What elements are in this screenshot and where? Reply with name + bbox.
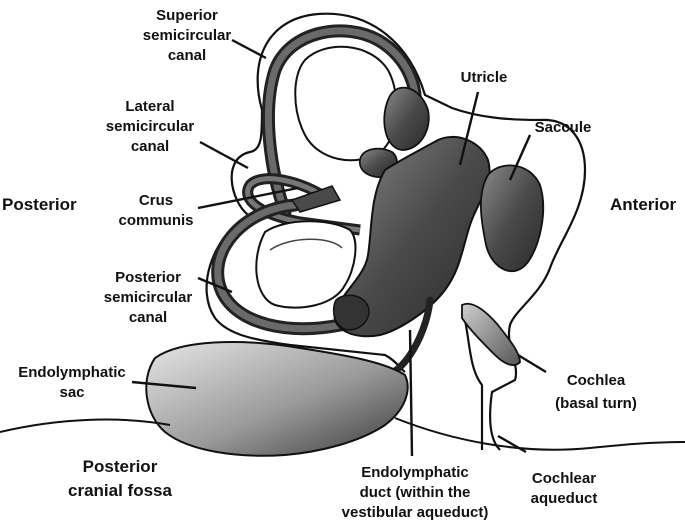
svg-text:semicircular: semicircular [104,289,193,306]
region-posterior-cranial-fossa: Posterior cranial fossa [68,457,172,500]
label-lateral-semicircular-canal: Lateral semicircular canal [106,98,195,155]
utricle [332,86,491,338]
label-saccule: Saccule [535,119,592,136]
svg-text:Posterior: Posterior [115,269,181,286]
svg-text:Posterior: Posterior [2,195,77,214]
label-cochlear-aqueduct: Cochlear aqueduct [531,470,598,507]
saccule [480,164,545,273]
svg-text:vestibular aqueduct): vestibular aqueduct) [342,504,489,521]
svg-text:Endolymphatic: Endolymphatic [18,364,126,381]
leader-lines [131,38,547,457]
svg-text:semicircular: semicircular [106,118,195,135]
svg-text:Endolymphatic: Endolymphatic [361,464,469,481]
svg-text:canal: canal [131,138,169,155]
label-endolymphatic-duct: Endolymphatic duct (within the vestibula… [342,464,489,521]
svg-text:communis: communis [118,212,193,229]
svg-text:canal: canal [129,309,167,326]
svg-text:aqueduct: aqueduct [531,490,598,507]
label-utricle: Utricle [461,69,508,86]
svg-text:Cochlea: Cochlea [567,372,626,389]
label-endolymphatic-sac: Endolymphatic sac [18,364,126,401]
label-cochlea: Cochlea (basal turn) [555,372,637,412]
svg-text:sac: sac [59,384,84,401]
svg-text:duct (within the: duct (within the [360,484,471,501]
svg-text:Utricle: Utricle [461,69,508,86]
svg-text:canal: canal [168,47,206,64]
label-posterior-semicircular-canal: Posterior semicircular canal [104,269,193,326]
svg-text:Lateral: Lateral [125,98,174,115]
svg-text:Crus: Crus [139,192,173,209]
direction-posterior: Posterior [2,195,77,214]
superior-semicircular-canal [262,24,422,219]
label-crus-communis: Crus communis [118,192,193,229]
lateral-semicircular-canal [242,173,361,236]
svg-text:(basal turn): (basal turn) [555,395,637,412]
svg-text:Anterior: Anterior [610,195,677,214]
cranial-fossa-floor [0,417,685,451]
svg-text:Cochlear: Cochlear [532,470,596,487]
svg-text:Saccule: Saccule [535,119,592,136]
posterior-semicircular-canal [211,198,367,336]
endolymphatic-sac [145,341,409,457]
direction-anterior: Anterior [610,195,677,214]
crus-communis [290,185,342,213]
svg-text:semicircular: semicircular [143,27,232,44]
svg-text:Posterior: Posterior [83,457,158,476]
svg-text:Superior: Superior [156,7,218,24]
svg-text:cranial fossa: cranial fossa [68,481,172,500]
label-superior-semicircular-canal: Superior semicircular canal [143,7,232,64]
cochlea-basal-turn [461,302,521,366]
